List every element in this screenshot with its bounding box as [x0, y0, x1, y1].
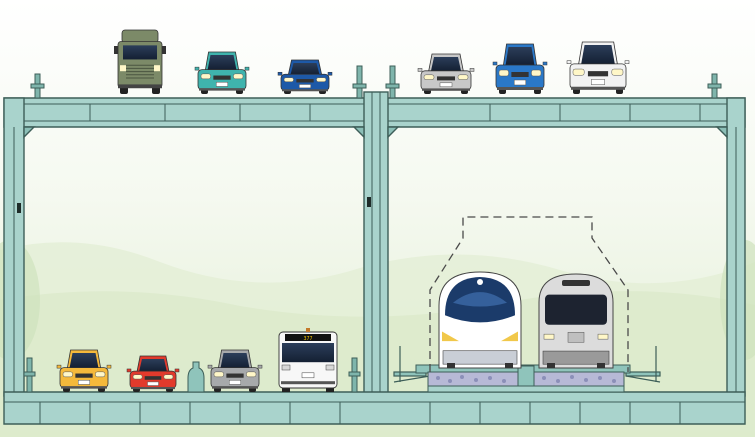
wall-marker [17, 203, 21, 213]
bus-route-number: 377 [303, 336, 312, 342]
car [277, 59, 333, 94]
car [492, 43, 548, 94]
car [194, 51, 250, 94]
base-slab [3, 391, 746, 425]
tunnel-structure [3, 91, 746, 425]
wall-marker [367, 197, 371, 207]
clearance-envelope [429, 216, 629, 372]
bus: 377 [278, 328, 338, 392]
lower-barriers [23, 357, 361, 393]
car [207, 349, 263, 392]
car [417, 53, 475, 94]
train [438, 271, 522, 369]
car [566, 41, 630, 94]
lane-divider [187, 361, 205, 393]
car [56, 349, 112, 392]
center-wall [363, 91, 389, 397]
train [538, 273, 614, 369]
truck [114, 29, 166, 94]
track-bed [393, 346, 661, 393]
car [126, 355, 180, 392]
upper-barriers [30, 65, 722, 99]
